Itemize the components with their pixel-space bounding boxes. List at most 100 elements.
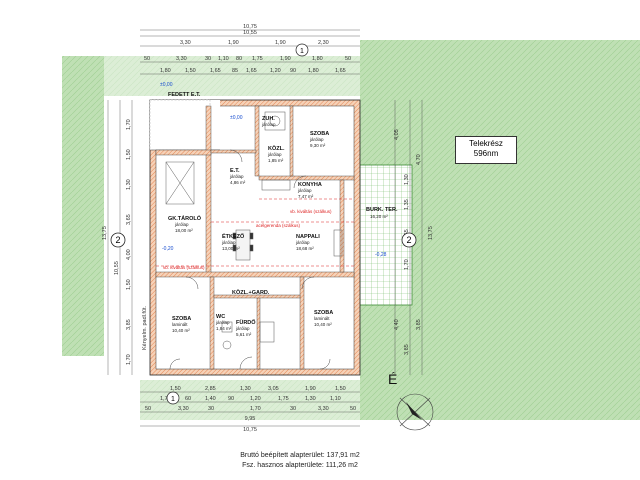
dims-left: 1,70 1,50 1,30 3,65 4,00 1,50 3,85 1,70 <box>126 119 132 365</box>
dim-label: 4,00 <box>126 249 132 260</box>
room-area: 10,40 m² <box>172 328 190 333</box>
room-name: NAPPALI <box>296 234 320 240</box>
room-name: ÉTKEZŐ <box>222 232 245 240</box>
level-mid: ±0,00 <box>230 115 243 121</box>
dims-top-row1: 3,30 1,90 1,90 2,30 <box>180 40 329 46</box>
furniture <box>165 111 343 350</box>
room-name: WC <box>216 314 225 320</box>
dim-label: 1,50 <box>185 68 196 74</box>
dim-label: 1,75 <box>278 396 289 402</box>
dim-bottom-inner: 9,95 <box>245 416 256 422</box>
svg-text:1: 1 <box>171 396 175 403</box>
room-area: 18,68 m² <box>296 246 314 251</box>
plot-label-box: Telekrész 596nm <box>455 136 517 164</box>
dim-left-total: 13,75 <box>102 226 108 240</box>
level-left: -0,20 <box>162 246 174 252</box>
room-area: 13,00 m² <box>222 246 240 251</box>
dims-top-row3: 1,80 1,50 1,65 85 1,65 1,20 90 1,80 1,65 <box>160 68 346 74</box>
section-marker-left: 2 <box>110 232 126 248</box>
section-label: 2 <box>406 235 411 245</box>
room-name: KÖZL. <box>268 145 285 152</box>
room-label-burk-ter: BURK. TER. 16,20 m² <box>366 207 398 219</box>
dim-label: 4,05 <box>394 129 400 140</box>
dim-label: 1,65 <box>210 68 221 74</box>
room-label-fedett-et: FEDETT E.T. <box>168 92 201 98</box>
room-floor: járólap <box>297 188 312 193</box>
dim-right-total: 13,75 <box>428 226 434 240</box>
dim-label: 1,65 <box>246 68 257 74</box>
dim-label: 1,90 <box>228 40 239 46</box>
dim-label: 1,50 <box>126 149 132 160</box>
section-marker-bottom: 1 <box>166 391 180 405</box>
room-floor: járólap <box>309 137 324 142</box>
dim-label: 1,50 <box>335 386 346 392</box>
level-right: -0,28 <box>375 252 387 258</box>
room-area: 9,30 m² <box>310 143 326 148</box>
dims-bottom-row1: 1,50 2,85 1,30 3,05 1,90 1,50 <box>170 386 346 392</box>
north-label: É <box>388 371 397 387</box>
room-area: 10,40 m² <box>314 322 332 327</box>
dim-label: 1,70 <box>126 354 132 365</box>
dim-label: 1,40 <box>205 396 216 402</box>
room-label-szoba-1: SZOBA járólap 9,30 m² <box>309 131 329 148</box>
dim-label: 90 <box>290 68 296 74</box>
room-label-wc: WC járólap 1,84 m² <box>215 314 232 331</box>
dim-label: 1,90 <box>275 40 286 46</box>
dim-label: 3,85 <box>126 319 132 330</box>
zenga-logo: z zenga <box>548 452 636 474</box>
dim-label: 1,50 <box>126 279 132 290</box>
bottom-note: Kényelm. padl.fűt. <box>142 306 148 350</box>
level-top: ±0,00 <box>160 82 173 88</box>
room-name: KÖZL.+GARD. <box>232 289 270 296</box>
room-name: SZOBA <box>314 310 333 316</box>
room-area: 18,00 m² <box>175 228 193 233</box>
red-note-1: vb. kiváltás (szálkus) <box>290 209 332 214</box>
room-floor: járólap <box>267 152 282 157</box>
room-area: 1,84 m² <box>216 326 232 331</box>
room-name: KONYHA <box>298 182 322 188</box>
dim-label: 50 <box>350 406 356 412</box>
dim-label: 1,90 <box>305 386 316 392</box>
room-label-szoba-3: SZOBA laminált 10,40 m² <box>314 310 333 327</box>
dim-label: 1,35 <box>404 199 410 210</box>
dim-label: 1,80 <box>308 68 319 74</box>
room-label-furdo: FÜRDŐ járólap 5,61 m² <box>235 319 256 337</box>
room-name: ZUH. <box>262 116 275 122</box>
room-label-konyha: KONYHA járólap 7,47 m² <box>297 182 322 199</box>
red-note-3: vb. kiváltás (szálkus) <box>163 265 205 270</box>
dim-label: 3,30 <box>180 40 191 46</box>
dim-label: 85 <box>232 68 238 74</box>
room-area: 5,61 m² <box>236 332 252 337</box>
dim-label: 1,10 <box>218 56 229 62</box>
dim-label: 90 <box>228 396 234 402</box>
room-floor: járólap <box>221 240 236 245</box>
dim-label: 2,30 <box>318 40 329 46</box>
room-floor: laminált <box>172 322 188 327</box>
dim-label: 1,30 <box>126 179 132 190</box>
dim-label: 1,20 <box>270 68 281 74</box>
svg-text:1: 1 <box>300 48 304 55</box>
dim-label: 1,90 <box>280 56 291 62</box>
dim-label: 2,85 <box>205 386 216 392</box>
dim-label: 1,10 <box>330 396 341 402</box>
dim-top-inner: 10,55 <box>243 30 257 36</box>
logo-text: zenga <box>570 454 613 472</box>
dim-label: 3,85 <box>404 344 410 355</box>
room-area: 1,85 m² <box>268 158 284 163</box>
dim-label: 50 <box>144 56 150 62</box>
room-label-zuh: ZUH. járólap <box>261 116 276 127</box>
room-floor: járólap <box>174 222 189 227</box>
dim-label: 1,30 <box>404 174 410 185</box>
room-floor: járólap <box>261 122 276 127</box>
dim-label: 1,70 <box>404 259 410 270</box>
dim-label: 3,30 <box>318 406 329 412</box>
dim-label: 1,50 <box>170 386 181 392</box>
dim-label: 1,70 <box>126 119 132 130</box>
dim-label: 30 <box>205 56 211 62</box>
room-name: E.T. <box>230 168 240 174</box>
room-name: SZOBA <box>172 316 191 322</box>
dim-label: 1,20 <box>250 396 261 402</box>
dim-label: 30 <box>208 406 214 412</box>
plot-area: 596nm <box>473 149 499 158</box>
section-marker-right: 2 <box>401 232 417 248</box>
